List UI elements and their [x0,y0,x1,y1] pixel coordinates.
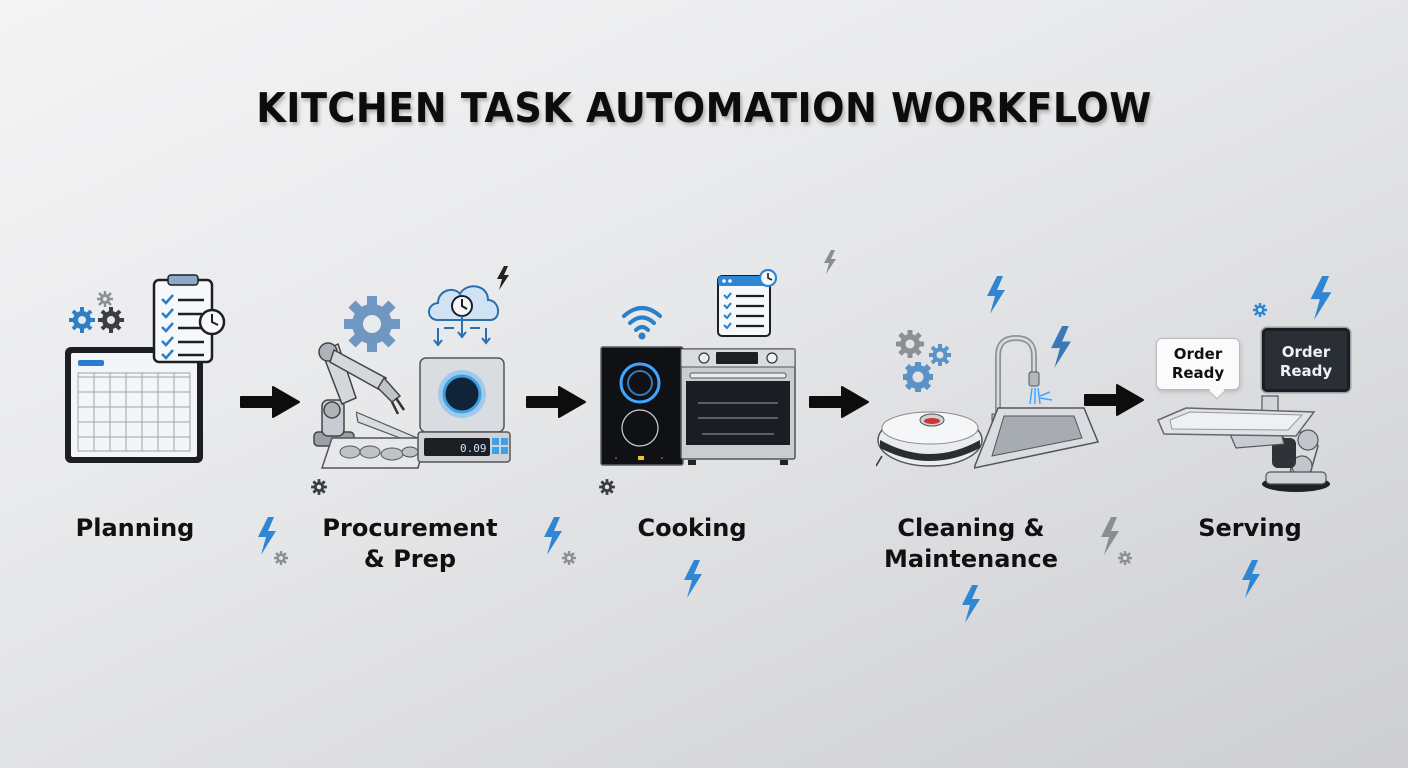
lightning-icon [1051,326,1071,368]
speech-bubble-icon: Order Ready [1156,338,1240,400]
lightning-icon [497,266,509,290]
induction-cooktop-icon [600,346,684,466]
stage-cooking-illustration [596,262,806,495]
page-title: KITCHEN TASK AUTOMATION WORKFLOW [256,84,1152,132]
svg-text:0.09: 0.09 [460,442,487,455]
lightning-icon [544,517,562,555]
small-gear-icon [562,551,576,565]
display-screen-icon: Order Ready [1262,328,1350,392]
stage-label-procurement-prep: Procurement & Prep [322,514,498,573]
lightning-icon [824,250,836,274]
sink-icon [974,407,1100,469]
small-gear-icon [1253,303,1267,317]
clipboard-checklist-icon [152,274,226,364]
checklist-window-icon [717,268,778,337]
robot-vacuum-icon [876,411,983,467]
smart-scale-icon: 0.09 [417,357,511,463]
lightning-icon [1310,276,1332,320]
arrow-right-icon [1084,384,1144,416]
clock-icon [758,268,778,288]
arrow-right-icon [809,386,869,418]
cloud-clock-icon [428,285,499,347]
gear-icon [344,296,400,352]
cutting-board-icon [320,437,427,469]
small-gear-icon [599,479,615,495]
lightning-icon [1242,560,1260,598]
stage-procurement-illustration: 0.09 [300,262,520,495]
tray-icon [1157,407,1316,437]
lightning-icon [962,585,980,623]
wifi-icon [622,306,662,340]
gears-icon [896,330,951,392]
stage-label-serving: Serving [1198,514,1302,542]
stage-label-cooking: Cooking [637,514,747,542]
lightning-icon [987,276,1005,314]
tablet-calendar-icon [65,347,203,463]
lightning-icon [1101,517,1119,555]
stage-planning-illustration [60,262,240,472]
small-gear-icon [274,551,288,565]
stage-serving-illustration: Order Ready Order Ready [1150,270,1370,500]
clock-icon [198,308,226,336]
small-gear-icon [311,479,327,495]
arrow-right-icon [526,386,586,418]
arrow-right-icon [240,386,300,418]
lightning-icon [258,517,276,555]
stage-label-planning: Planning [75,514,195,542]
stage-cleaning-illustration [866,270,1106,480]
screen-order-ready-text: Order Ready [1279,343,1333,380]
gears-icon [69,291,124,333]
stage-label-cleaning-maintenance: Cleaning & Maintenance [883,514,1058,573]
lightning-icon [684,560,702,598]
small-gear-icon [1118,551,1132,565]
wall-oven-icon [680,348,796,465]
